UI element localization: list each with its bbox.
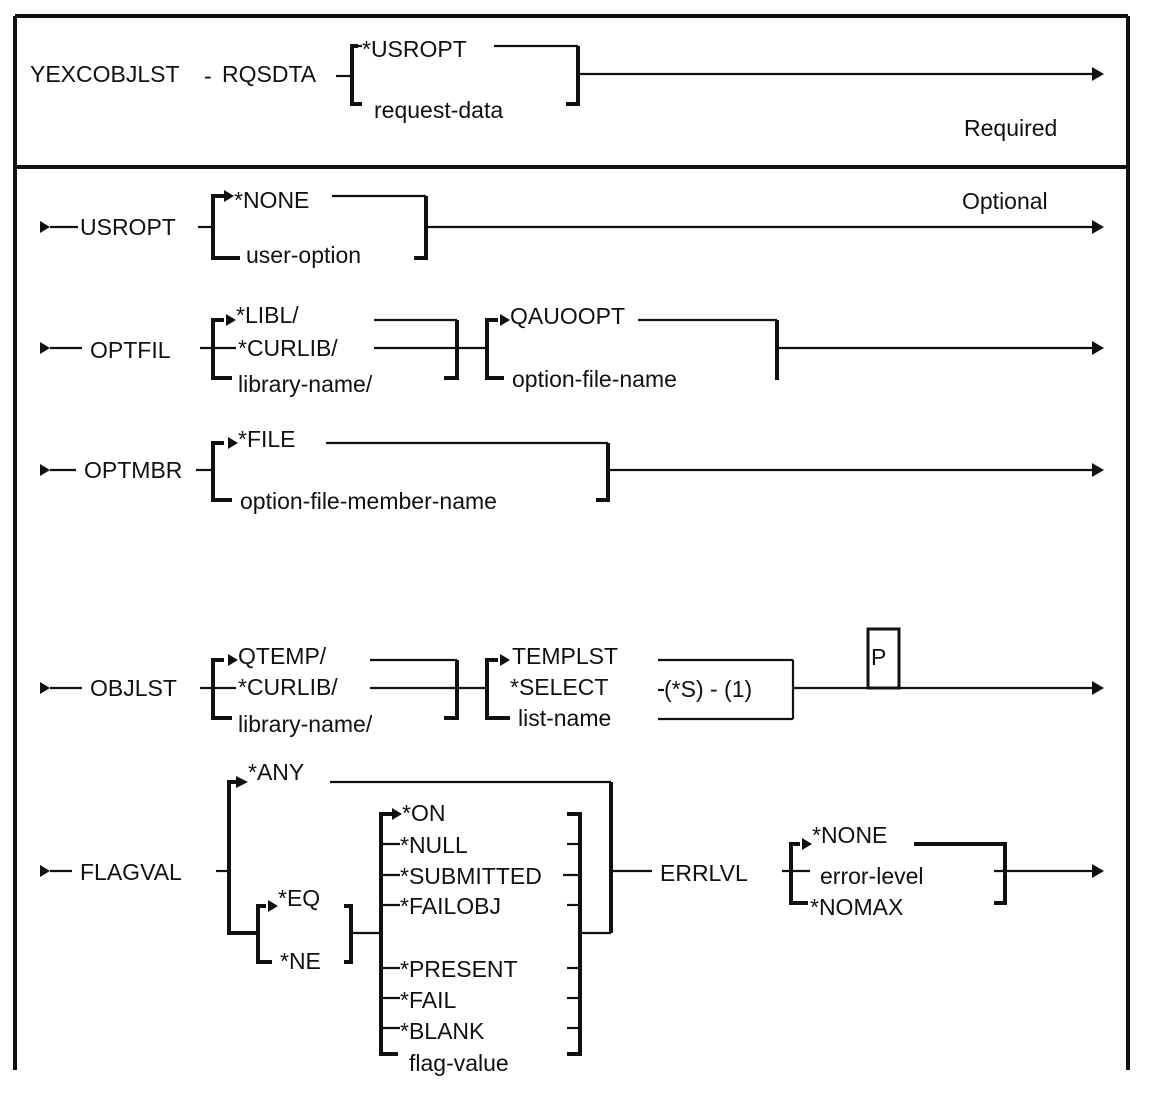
choice-bracket-left <box>350 44 362 106</box>
default-arrow-icon <box>228 654 238 666</box>
default-arrow-icon <box>226 314 236 326</box>
choice-bracket-left <box>789 842 808 905</box>
file-bracket-left <box>485 318 504 380</box>
optional-label: Optional <box>962 188 1048 214</box>
option-fail: *FAIL <box>400 987 456 1013</box>
option-qauoopt: QAUOOPT <box>510 303 625 329</box>
positional-marker: P <box>871 644 886 670</box>
default-arrow-icon <box>236 776 248 788</box>
choice-bracket-left <box>211 441 232 502</box>
default-arrow-icon <box>500 654 510 666</box>
command-name: YEXCOBJLST <box>30 61 180 87</box>
library-bracket-left <box>211 318 232 380</box>
command-separator: - <box>204 63 212 89</box>
value-bracket-right <box>567 812 582 1056</box>
option-libl: *LIBL/ <box>236 302 299 328</box>
optfil-row: OPTFIL *LIBL/ *CURLIB/ library-name/ QAU… <box>40 302 1104 397</box>
option-member-name: option-file-member-name <box>240 488 497 514</box>
objlst-row: OBJLST QTEMP/ *CURLIB/ library-name/ TEM… <box>40 627 1104 737</box>
value-bracket-left <box>379 812 398 1056</box>
required-label: Required <box>964 115 1057 141</box>
flagval-row: FLAGVAL *ANY *EQ *NE *ON *NULL *SUBMITTE… <box>40 759 652 1076</box>
option-blank: *BLANK <box>400 1018 485 1044</box>
option-curlib: *CURLIB/ <box>238 674 338 700</box>
flagval-keyword: FLAGVAL <box>80 859 182 885</box>
optmbr-keyword: OPTMBR <box>84 457 182 483</box>
option-qtemp: QTEMP/ <box>238 643 327 669</box>
arrow-right-icon <box>1092 681 1104 695</box>
option-file: *FILE <box>238 426 296 452</box>
arrow-right-icon <box>1092 220 1104 234</box>
errlvl-row: ERRLVL *NONE error-level *NOMAX <box>660 822 1104 920</box>
option-user-option: user-option <box>246 242 361 268</box>
positional-marker-box <box>866 627 901 690</box>
objlst-keyword: OBJLST <box>90 675 177 701</box>
any-branch-left <box>227 780 258 935</box>
option-library-name: library-name/ <box>238 371 373 397</box>
choice-bracket-left <box>211 194 240 260</box>
library-bracket-right <box>444 320 459 380</box>
select-note: (*S) - (1) <box>664 676 752 702</box>
optfil-keyword: OPTFIL <box>90 337 171 363</box>
arrow-right-icon <box>1092 864 1104 878</box>
option-eq: *EQ <box>278 885 320 911</box>
option-submitted: *SUBMITTED <box>400 863 542 889</box>
choice-bracket-right <box>414 196 428 260</box>
errlvl-keyword: ERRLVL <box>660 860 748 886</box>
usropt-keyword: USROPT <box>80 214 176 240</box>
choice-bracket-right <box>596 443 610 502</box>
list-bracket-left <box>485 658 510 720</box>
start-arrow-icon <box>40 342 50 354</box>
option-on: *ON <box>402 800 445 826</box>
arrow-right-icon <box>1092 67 1104 81</box>
start-arrow-icon <box>40 221 50 233</box>
option-curlib: *CURLIB/ <box>238 335 338 361</box>
option-ne: *NE <box>280 948 321 974</box>
option-none: *NONE <box>234 187 309 213</box>
arrow-right-icon <box>1092 463 1104 477</box>
option-present: *PRESENT <box>400 956 518 982</box>
default-arrow-icon <box>224 190 234 202</box>
option-null: *NULL <box>400 832 468 858</box>
default-arrow-icon <box>268 900 278 912</box>
option-none: *NONE <box>812 822 887 848</box>
option-usropt: *USROPT <box>362 36 467 62</box>
option-select: *SELECT <box>510 674 608 700</box>
default-arrow-icon <box>802 838 812 850</box>
arrow-right-icon <box>1092 341 1104 355</box>
usropt-row: USROPT *NONE user-option <box>40 187 1104 268</box>
default-arrow-icon <box>228 437 238 449</box>
option-library-name: library-name/ <box>238 711 373 737</box>
default-arrow-icon <box>392 808 402 820</box>
default-arrow-icon <box>500 314 510 326</box>
option-any: *ANY <box>248 759 304 785</box>
optmbr-row: OPTMBR *FILE option-file-member-name <box>40 426 1104 514</box>
rqsdta-keyword: RQSDTA <box>222 61 317 87</box>
operator-bracket-left <box>256 904 272 964</box>
option-failobj: *FAILOBJ <box>400 893 501 919</box>
option-nomax: *NOMAX <box>810 894 903 920</box>
required-section: YEXCOBJLST - RQSDTA *USROPT request-data… <box>30 36 1104 141</box>
option-error-level: error-level <box>820 863 924 889</box>
choice-bracket-right <box>914 842 1007 905</box>
option-templst: TEMPLST <box>512 643 618 669</box>
option-list-name: list-name <box>518 705 611 731</box>
operator-bracket-right <box>344 904 353 964</box>
option-file-name: option-file-name <box>512 366 677 392</box>
start-arrow-icon <box>40 865 50 877</box>
start-arrow-icon <box>40 464 50 476</box>
option-request-data: request-data <box>374 97 503 123</box>
library-bracket-right <box>444 660 459 720</box>
option-flag-value: flag-value <box>409 1050 509 1076</box>
choice-bracket-right <box>566 46 580 106</box>
library-bracket-left <box>211 658 232 720</box>
diagram-frame <box>13 14 1130 1070</box>
start-arrow-icon <box>40 682 50 694</box>
